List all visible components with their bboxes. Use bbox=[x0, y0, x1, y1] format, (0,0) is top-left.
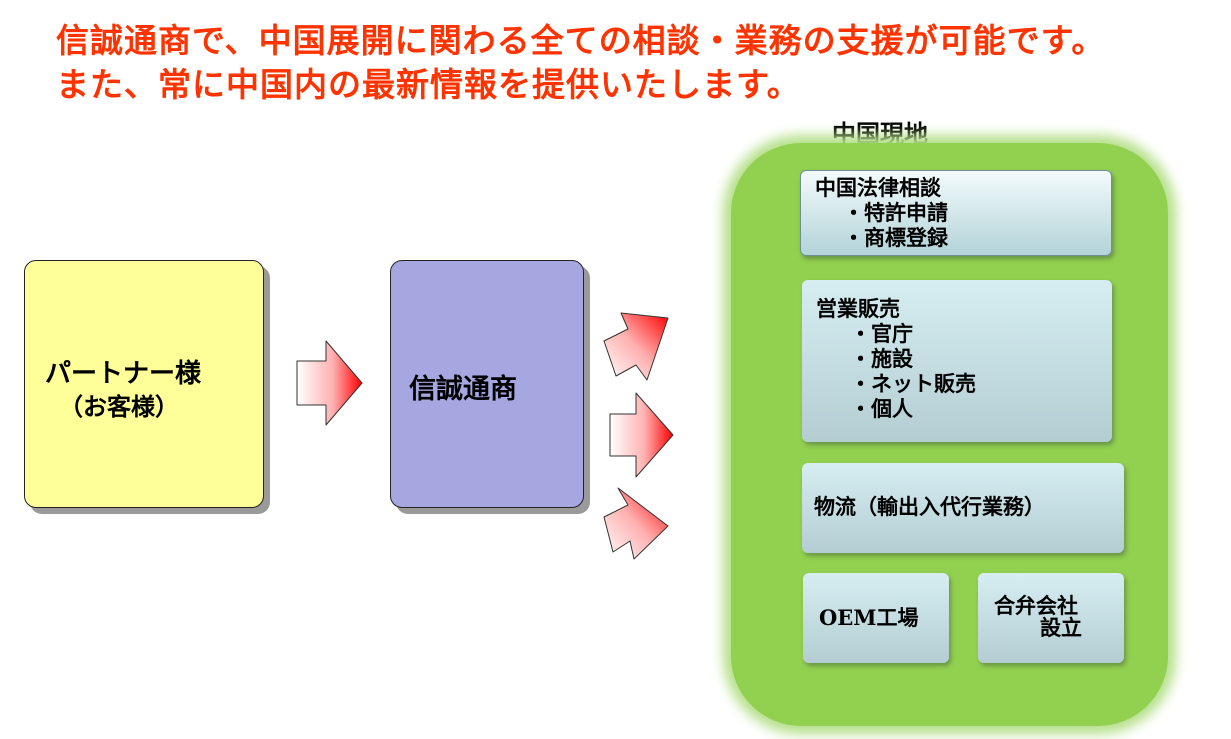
service-logistics: 物流（輸出入代行業務） bbox=[802, 463, 1124, 553]
company-box: 信誠通商 bbox=[390, 260, 584, 508]
service-sales: 営業販売 ・官庁 ・施設 ・ネット販売 ・個人 bbox=[802, 280, 1112, 442]
partner-label: パートナー様 bbox=[45, 359, 202, 389]
sales-title: 営業販売 bbox=[816, 296, 900, 321]
arrow-down-right-icon bbox=[603, 487, 669, 560]
company-label: 信誠通商 bbox=[409, 374, 517, 405]
headline-line-1: 信誠通商で、中国展開に関わる全ての相談・業務の支援が可能です。 bbox=[56, 21, 1106, 60]
partner-box: パートナー様 （お客様） bbox=[24, 260, 264, 508]
service-legal-consult: 中国法律相談 ・特許申請 ・商標登録 bbox=[800, 170, 1112, 256]
legal-item-trademark: ・商標登録 bbox=[843, 225, 948, 250]
sales-item-government: ・官庁 bbox=[850, 321, 913, 346]
jv-title-line-1: 合弁会社 bbox=[994, 593, 1078, 618]
logistics-title: 物流（輸出入代行業務） bbox=[814, 494, 1045, 519]
oem-title: OEM工場 bbox=[819, 605, 919, 630]
legal-item-patent: ・特許申請 bbox=[843, 200, 948, 225]
partner-sublabel: （お客様） bbox=[59, 392, 179, 421]
service-oem-factory: OEM工場 bbox=[803, 573, 949, 663]
sales-item-individual: ・個人 bbox=[850, 396, 913, 421]
jv-title-line-2: 設立 bbox=[1040, 615, 1082, 640]
arrow-up-right-icon bbox=[603, 312, 669, 381]
arrow-right-icon bbox=[296, 340, 363, 426]
sales-item-online: ・ネット販売 bbox=[850, 371, 976, 396]
legal-title: 中国法律相談 bbox=[815, 175, 941, 200]
sales-item-facilities: ・施設 bbox=[850, 346, 913, 371]
arrow-right-icon bbox=[609, 392, 674, 478]
headline-line-2: また、常に中国内の最新情報を提供いたします。 bbox=[56, 65, 801, 104]
service-joint-venture: 合弁会社 設立 bbox=[978, 573, 1124, 663]
